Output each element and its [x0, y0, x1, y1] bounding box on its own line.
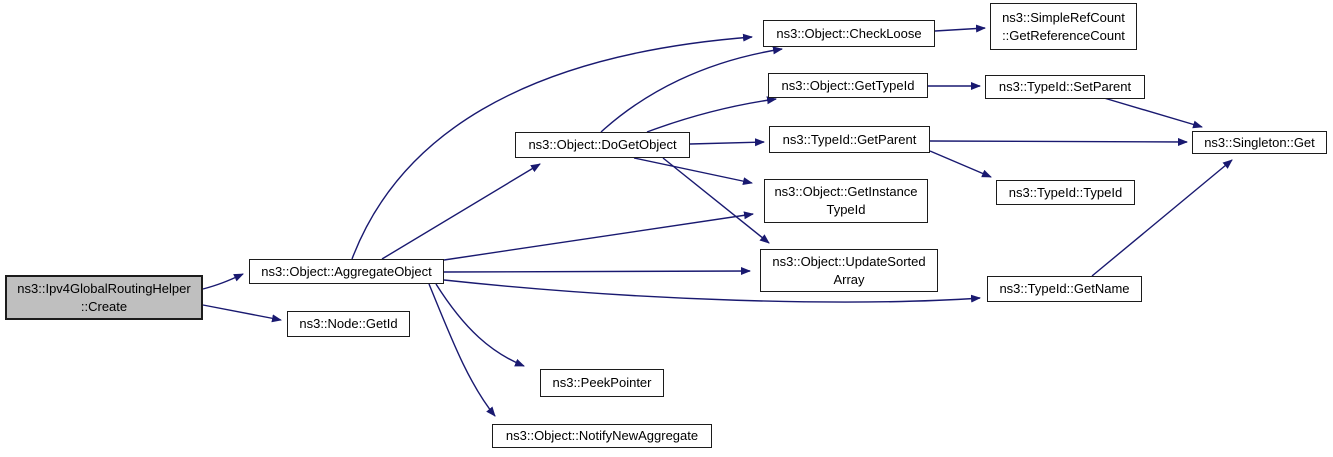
edge-aggregate-object-to-get-instance-type-id	[443, 211, 754, 261]
node-check-loose[interactable]: ns3::Object::CheckLoose	[763, 20, 935, 47]
edge-do-get-object-to-get-instance-type-id	[633, 157, 753, 186]
edge-type-id-get-parent-to-singleton-get	[929, 137, 1188, 146]
edge-create-to-node-get-id	[202, 304, 282, 323]
node-aggregate-object[interactable]: ns3::Object::AggregateObject	[249, 259, 444, 284]
node-type-id-get-parent[interactable]: ns3::TypeId::GetParent	[769, 126, 930, 153]
node-update-sorted-array[interactable]: ns3::Object::UpdateSorted Array	[760, 249, 938, 292]
node-type-id-get-name[interactable]: ns3::TypeId::GetName	[987, 276, 1142, 302]
node-notify-new-aggregate[interactable]: ns3::Object::NotifyNewAggregate	[492, 424, 712, 448]
node-node-get-id[interactable]: ns3::Node::GetId	[287, 311, 410, 337]
node-peek-pointer[interactable]: ns3::PeekPointer	[540, 369, 664, 397]
node-type-id-set-parent[interactable]: ns3::TypeId::SetParent	[985, 75, 1145, 99]
node-type-id-type-id[interactable]: ns3::TypeId::TypeId	[996, 180, 1135, 205]
edge-do-get-object-to-check-loose	[600, 46, 783, 133]
edge-do-get-object-to-get-type-id	[646, 96, 777, 133]
edge-check-loose-to-simple-ref-count	[934, 24, 986, 33]
edge-aggregate-object-to-peek-pointer	[435, 283, 525, 367]
node-get-type-id[interactable]: ns3::Object::GetTypeId	[768, 73, 928, 98]
edge-aggregate-object-to-update-sorted-array	[443, 267, 751, 276]
edge-aggregate-object-to-do-get-object	[381, 163, 541, 260]
edge-get-name-to-singleton-get	[1091, 159, 1233, 277]
node-singleton-get[interactable]: ns3::Singleton::Get	[1192, 131, 1327, 154]
node-do-get-object[interactable]: ns3::Object::DoGetObject	[515, 132, 690, 158]
node-simple-ref-count-get-reference-count[interactable]: ns3::SimpleRefCount ::GetReferenceCount	[990, 3, 1137, 50]
node-create[interactable]: ns3::Ipv4GlobalRoutingHelper ::Create	[5, 275, 203, 320]
edge-set-parent-to-singleton-get	[1103, 97, 1203, 129]
edge-create-to-aggregate-object	[202, 273, 244, 290]
edge-do-get-object-to-type-id-get-parent	[689, 138, 765, 147]
edge-aggregate-object-to-notify-new-aggregate	[428, 283, 496, 417]
node-get-instance-type-id[interactable]: ns3::Object::GetInstance TypeId	[764, 179, 928, 223]
edge-do-get-object-to-update-sorted-array	[662, 157, 770, 244]
edge-type-id-get-parent-to-type-id-type-id	[929, 150, 992, 178]
